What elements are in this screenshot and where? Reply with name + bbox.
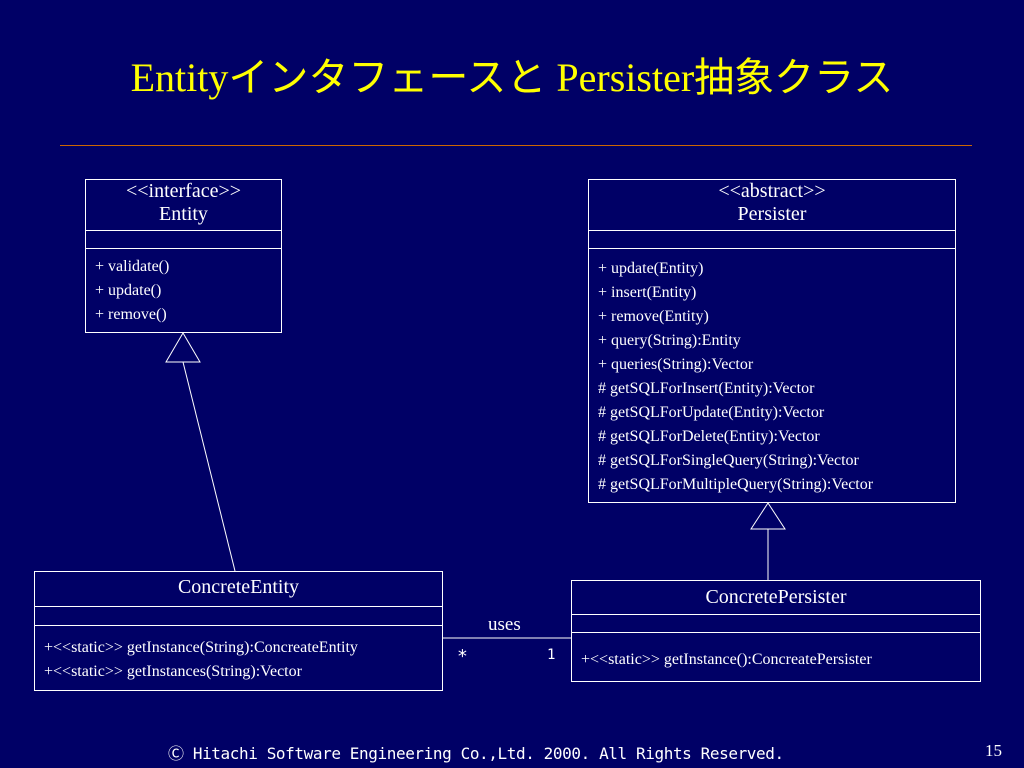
concrete-entity-class: ConcreteEntity +<<static>> getInstance(S…	[34, 571, 443, 691]
operations-compartment: + update(Entity) + insert(Entity) + remo…	[589, 249, 955, 497]
persister-abstract-class: <<abstract>> Persister + update(Entity) …	[588, 179, 956, 503]
operation: # getSQLForUpdate(Entity):Vector	[598, 404, 825, 421]
operation: + update()	[95, 282, 162, 299]
operations-compartment: + validate() + update() + remove()	[86, 249, 281, 327]
class-name: Persister	[737, 203, 807, 225]
page-number: 15	[985, 741, 1002, 760]
operation: + remove(Entity)	[598, 308, 709, 325]
operation: + query(String):Entity	[598, 332, 741, 349]
entity-interface-class: <<interface>> Entity + validate() + upda…	[85, 179, 282, 333]
attributes-compartment	[35, 607, 442, 626]
class-name: ConcreteEntity	[35, 572, 442, 607]
operation: +<<static>> getInstance(String):Concreat…	[44, 639, 358, 656]
attributes-compartment	[572, 615, 980, 633]
association-label: uses	[488, 614, 521, 635]
class-header: <<abstract>> Persister	[589, 180, 955, 231]
operation: + update(Entity)	[598, 260, 704, 277]
class-header: <<interface>> Entity	[86, 180, 281, 231]
operation: # getSQLForSingleQuery(String):Vector	[598, 452, 859, 469]
class-name: ConcretePersister	[572, 581, 980, 615]
class-stereotype: <<interface>>	[125, 180, 242, 202]
operation: +<<static>> getInstance():ConcreatePersi…	[581, 651, 872, 668]
copyright-footer: Ⓒ Hitachi Software Engineering Co.,Ltd. …	[168, 744, 784, 763]
operation: + insert(Entity)	[598, 284, 697, 301]
slide-title: Entityインタフェースと Persister抽象クラス	[130, 55, 894, 100]
operations-compartment: +<<static>> getInstance():ConcreatePersi…	[572, 633, 980, 672]
operation: # getSQLForDelete(Entity):Vector	[598, 428, 820, 445]
operation: + validate()	[95, 258, 170, 275]
class-stereotype: <<abstract>>	[718, 180, 826, 202]
operation: +<<static>> getInstances(String):Vector	[44, 663, 302, 680]
class-name: Entity	[159, 203, 208, 225]
multiplicity-many: *	[457, 646, 468, 667]
multiplicity-one: 1	[547, 647, 556, 663]
attributes-compartment	[589, 231, 955, 249]
operation: # getSQLForMultipleQuery(String):Vector	[598, 476, 874, 493]
realization-line	[182, 361, 236, 572]
concrete-persister-class: ConcretePersister +<<static>> getInstanc…	[571, 580, 981, 682]
attributes-compartment	[86, 231, 281, 249]
generalization-arrowhead	[750, 502, 786, 530]
realization-arrowhead	[165, 332, 201, 363]
operation: + remove()	[95, 306, 167, 323]
operation: # getSQLForInsert(Entity):Vector	[598, 380, 815, 397]
operation: + queries(String):Vector	[598, 356, 754, 373]
title-divider	[60, 145, 972, 146]
operations-compartment: +<<static>> getInstance(String):Concreat…	[35, 626, 442, 684]
